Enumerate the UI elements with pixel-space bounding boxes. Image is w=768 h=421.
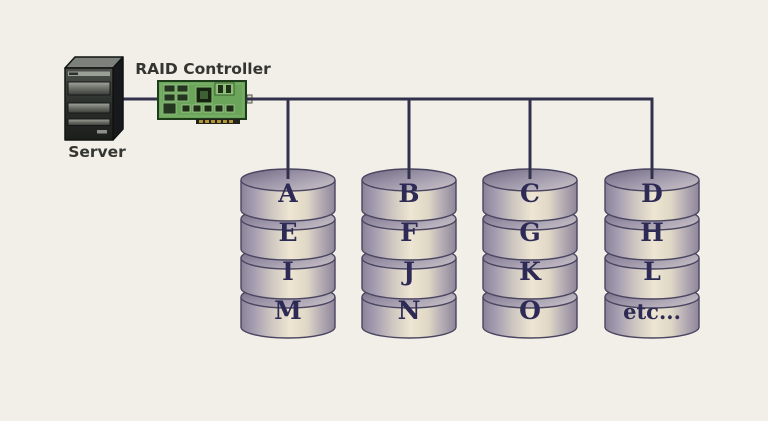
server-label: Server bbox=[68, 143, 126, 161]
disk-stack-1: A E I M bbox=[240, 168, 336, 339]
disk-platter-label: N bbox=[398, 296, 421, 325]
disk-platter-label: J bbox=[401, 257, 415, 286]
disk-platter-label: H bbox=[640, 218, 664, 247]
disk-platter-label: O bbox=[519, 296, 541, 325]
server-icon bbox=[64, 56, 124, 141]
raid-controller-label: RAID Controller bbox=[135, 60, 271, 78]
disk-platter-label: L bbox=[643, 257, 661, 286]
bus-connector-lines bbox=[246, 97, 654, 179]
bus-main-line bbox=[246, 97, 654, 179]
disk-platter-label: I bbox=[282, 257, 294, 286]
disk-stack-3: C G K O bbox=[482, 168, 578, 339]
disk-platter-label: K bbox=[519, 257, 542, 286]
raid-controller-icon bbox=[157, 80, 253, 124]
disk-platter-label: M bbox=[274, 296, 302, 325]
disk-platter-label: A bbox=[277, 179, 298, 208]
disk-stack-4: D H L etc... bbox=[604, 168, 700, 339]
disk-platter-label: B bbox=[398, 179, 419, 208]
disk-platter-label: F bbox=[400, 218, 418, 247]
disk-platter-label: C bbox=[520, 179, 540, 208]
disk-stack-2: B F J N bbox=[361, 168, 457, 339]
disk-platter-label: G bbox=[519, 218, 540, 247]
disk-platter-label: D bbox=[641, 179, 663, 208]
disk-platter-label: etc... bbox=[623, 299, 681, 324]
disk-platter-label: E bbox=[278, 218, 297, 247]
